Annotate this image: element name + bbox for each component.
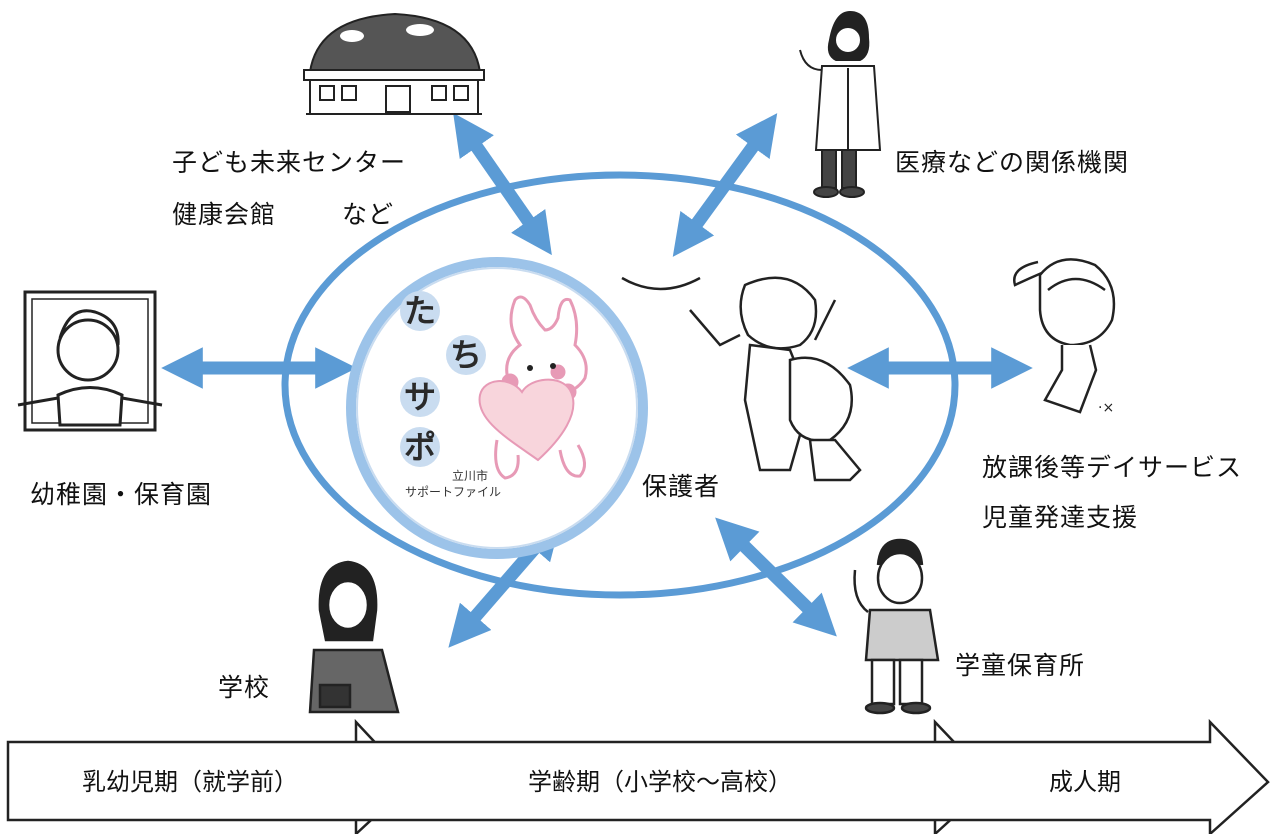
logo-char-2: ち	[450, 336, 482, 374]
logo-subtitle: サポートファイル	[405, 485, 501, 499]
label-dayservice-2: 児童発達支援	[982, 503, 1139, 532]
label-center: 子ども未来センター	[172, 148, 407, 177]
label-afterschool: 学童保育所	[955, 651, 1086, 680]
logo-city: 立川市	[452, 468, 488, 483]
family-icon	[621, 276, 862, 482]
svg-text:·×: ·×	[1098, 400, 1114, 416]
girl-ponytail-icon: ·×	[1013, 258, 1116, 416]
logo-char-bubble	[400, 427, 440, 467]
logo-char-1: た	[404, 292, 436, 330]
label-school: 学校	[218, 673, 271, 702]
logo-char-bubble	[400, 291, 440, 331]
label-medical: 医療などの関係機関	[895, 148, 1130, 177]
arrow-afterschool-link	[715, 517, 837, 637]
logo-char-3: サ	[404, 378, 436, 416]
logo-char-bubble	[446, 335, 486, 375]
teacher-icon	[308, 560, 400, 714]
timeline-label-adult: 成人期	[1049, 768, 1121, 796]
label-health-hall-suffix: など	[342, 200, 395, 229]
doctor-icon	[799, 10, 882, 198]
label-health-hall: 健康会館	[172, 200, 277, 229]
label-guardian: 保護者	[642, 472, 721, 501]
heart-icon	[478, 378, 575, 462]
building-icon	[303, 12, 485, 115]
staff-man-icon	[853, 538, 940, 715]
logo-char-bubble	[400, 377, 440, 417]
logo-char-4: ポ	[404, 428, 436, 466]
timeline-arrow-adult	[935, 718, 1270, 837]
tachisapo-logo: た ち サ ポ 立川市 サポートファイル	[346, 257, 648, 559]
timeline-label-infant: 乳幼児期（就学前）	[82, 768, 298, 796]
timeline-label-school-age: 学齢期（小学校～高校）	[528, 768, 792, 796]
arrow-medical-link	[672, 113, 778, 257]
label-kindergarten: 幼稚園・保育園	[30, 480, 213, 509]
child-window-icon	[17, 290, 163, 432]
label-dayservice-1: 放課後等デイサービス	[982, 453, 1243, 482]
arrow-center-link	[453, 112, 552, 256]
